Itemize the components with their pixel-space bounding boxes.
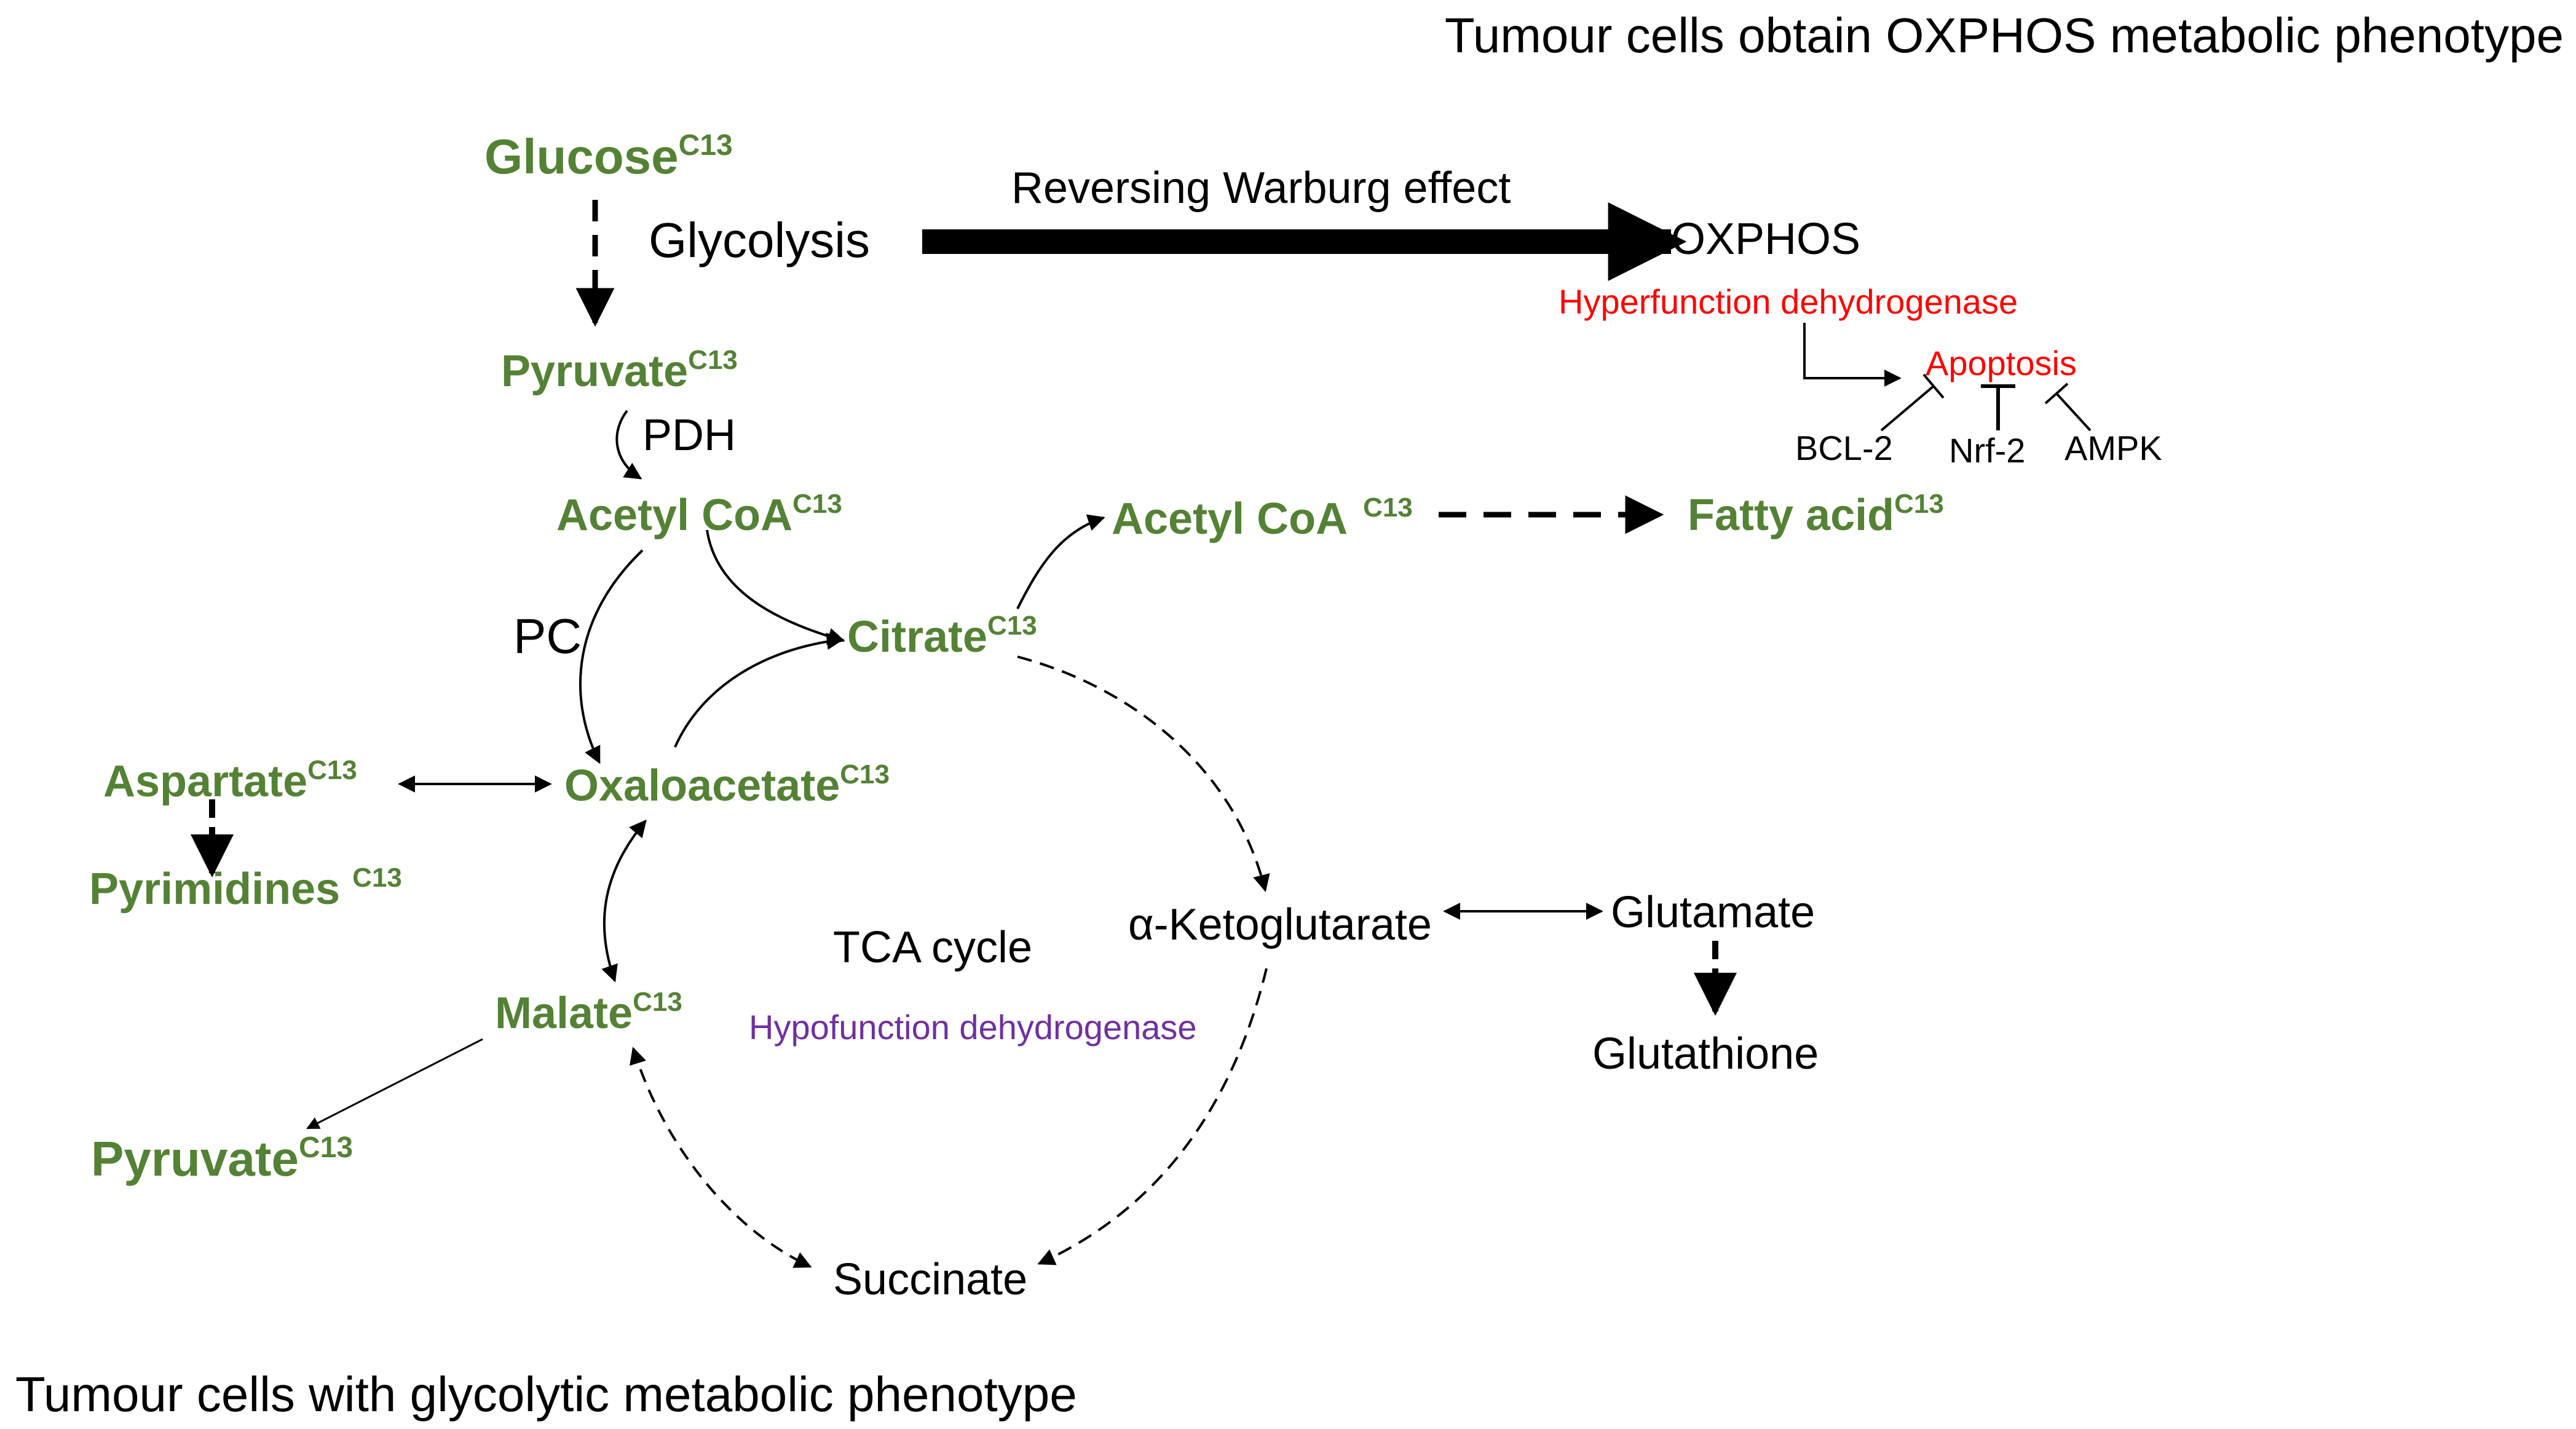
- hyperfunction-to-apoptosis-arrow: [1803, 323, 1902, 387]
- citrate-label: CitrateC13: [847, 611, 1037, 662]
- oxaloacetate-label: OxaloacetateC13: [564, 759, 890, 810]
- bcl2-label: BCL-2: [1795, 429, 1893, 467]
- apoptosis-label: Apoptosis: [1926, 344, 2077, 382]
- alpha-ketoglutarate-label: α-Ketoglutarate: [1128, 900, 1432, 949]
- acetylcoa-to-oxaloacetate-arrow: [579, 549, 644, 764]
- oxaloacetate-malate-arrow: [601, 819, 647, 983]
- pyruvate-to-acetylcoa-arrow: [615, 410, 642, 480]
- alphakg-to-succinate-arrow: [1037, 968, 1268, 1265]
- acetylcoa-to-citrate-arrow: [706, 529, 845, 645]
- oxphos-label: OXPHOS: [1671, 215, 1860, 264]
- oxphos-phenotype-heading: Tumour cells obtain OXPHOS metabolic phe…: [1445, 8, 2564, 63]
- succinate-label: Succinate: [833, 1255, 1027, 1304]
- nrf2-label: Nrf-2: [1949, 431, 2025, 470]
- citrate-to-acetylcoa-arrow: [1016, 514, 1105, 609]
- pdh-label: PDH: [642, 411, 736, 460]
- pyruvate-bottom-label: PyruvateC13: [91, 1131, 353, 1186]
- glucose-label: GlucoseC13: [484, 129, 733, 184]
- hypofunction-dehydrogenase-label: Hypofunction dehydrogenase: [749, 1008, 1197, 1047]
- bcl2-inhibition-line: [1880, 385, 1935, 432]
- malate-label: MalateC13: [495, 987, 682, 1038]
- glutathione-label: Glutathione: [1592, 1029, 1819, 1079]
- pc-label: PC: [513, 609, 582, 663]
- bcl2-inhibition-bar: [1922, 373, 1945, 399]
- glycolysis-label: Glycolysis: [649, 213, 870, 267]
- tca-cycle-label: TCA cycle: [833, 923, 1032, 972]
- hyperfunction-dehydrogenase-label: Hyperfunction dehydrogenase: [1559, 282, 2018, 321]
- aspartate-label: AspartateC13: [103, 755, 357, 806]
- fatty-acid-label: Fatty acidC13: [1688, 489, 1944, 540]
- malate-succinate-arrow: [630, 1047, 812, 1268]
- citrate-to-alphakg-arrow: [1017, 655, 1270, 892]
- reversing-warburg-label: Reversing Warburg effect: [1011, 164, 1511, 213]
- glycolytic-phenotype-heading: Tumour cells with glycolytic metabolic p…: [15, 1367, 1077, 1422]
- ampk-inhibition-line: [2055, 392, 2092, 432]
- ampk-label: AMPK: [2064, 429, 2162, 467]
- ampk-inhibition-bar: [2044, 382, 2069, 405]
- malate-to-pyruvate-arrow: [306, 1038, 483, 1130]
- oxaloacetate-to-citrate-arrow: [674, 632, 844, 748]
- pyruvate-top-label: PyruvateC13: [501, 345, 738, 396]
- glutamate-label: Glutamate: [1611, 888, 1815, 937]
- acetyl-coa-label: Acetyl CoAC13: [556, 489, 842, 540]
